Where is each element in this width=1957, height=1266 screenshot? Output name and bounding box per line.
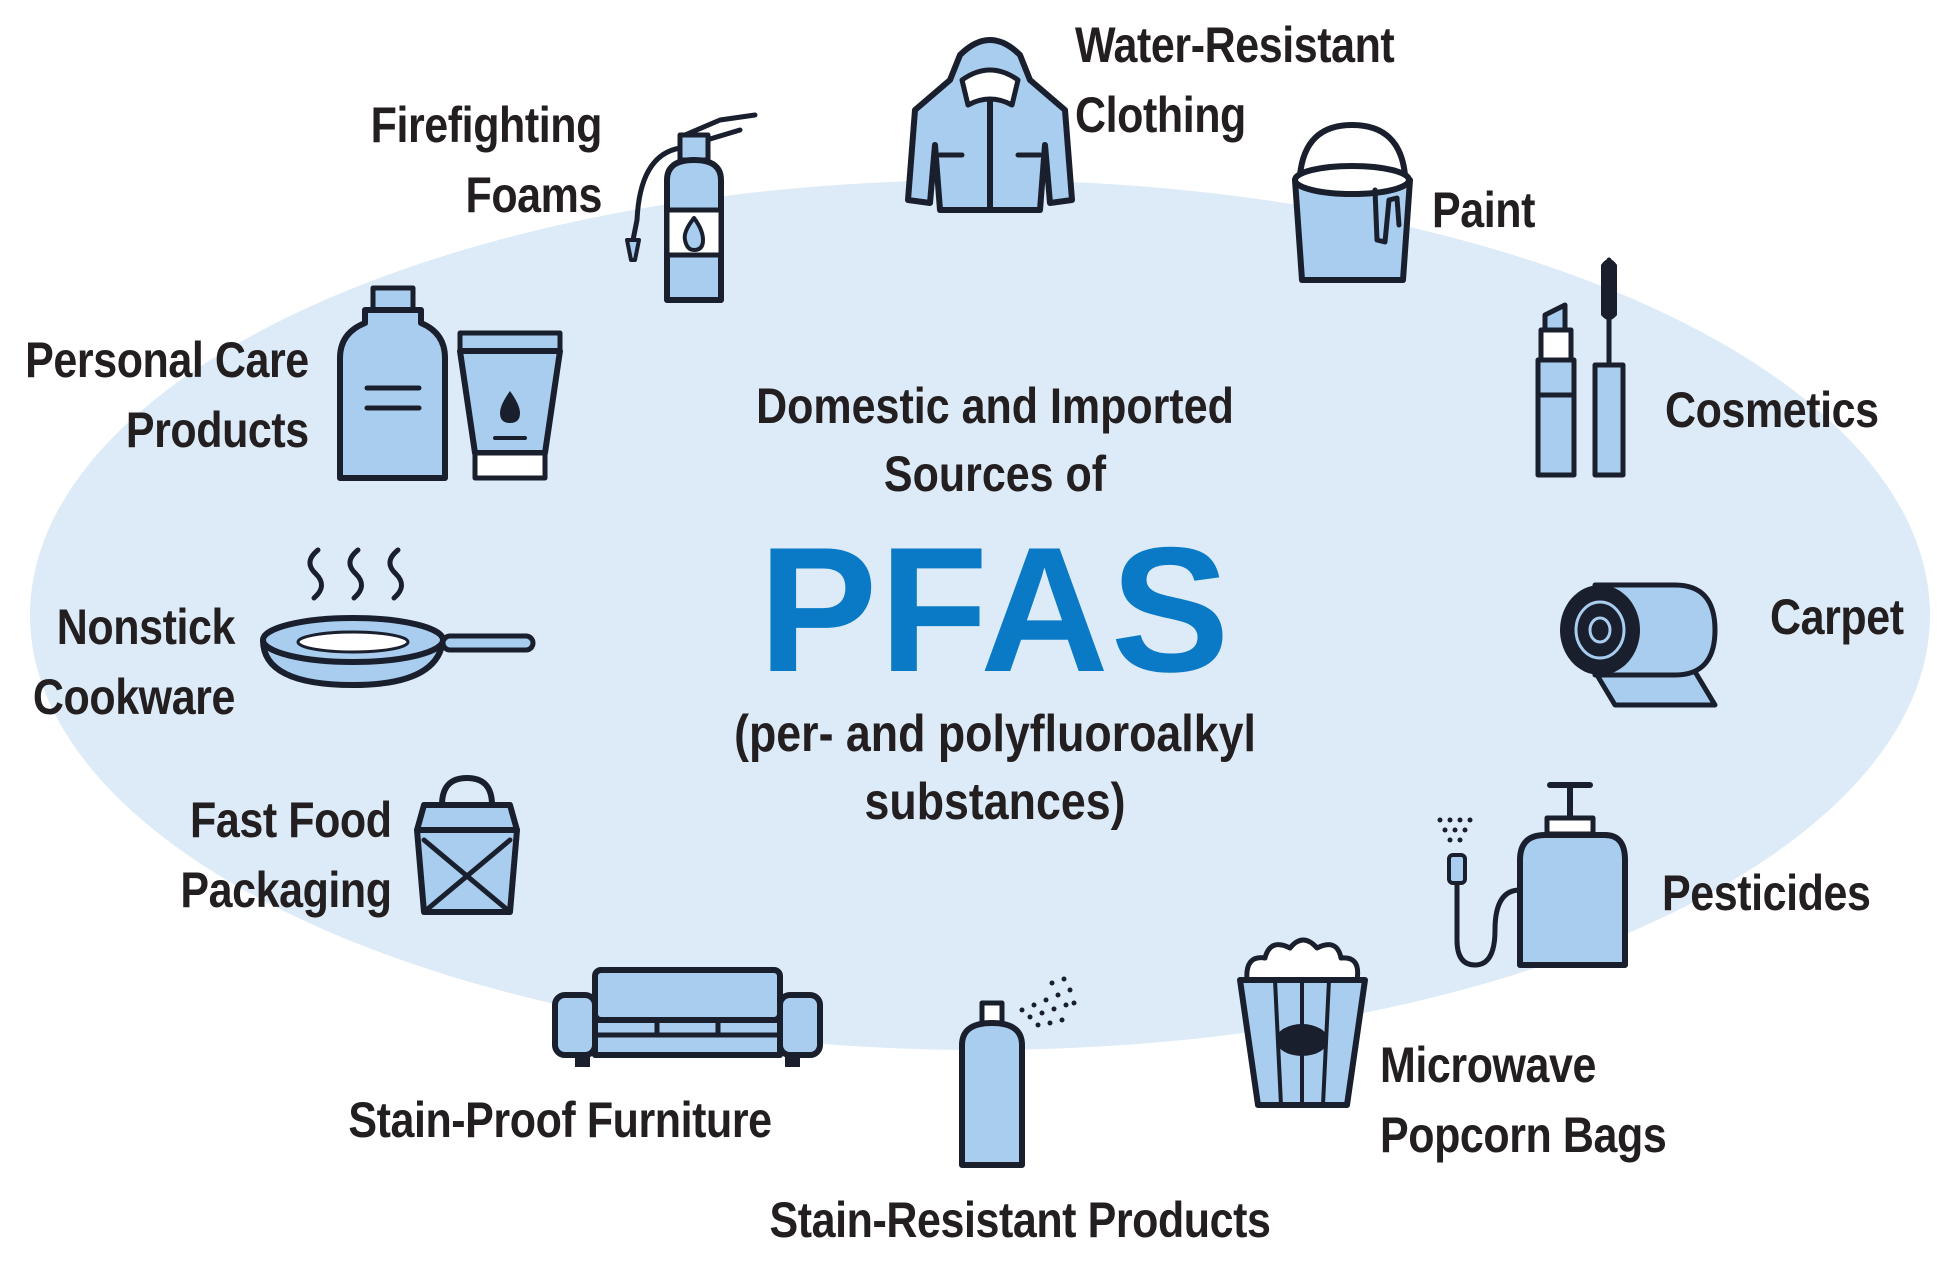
label-firefighting-foams: Firefighting Foams [370,97,603,223]
bottles-icon [335,283,565,483]
label-paint: Paint [1432,182,1535,238]
popcorn-icon [1235,930,1370,1110]
paint-can-icon [1285,120,1420,290]
subtitle-line-1: (per- and polyfluoroalkyl [734,705,1256,763]
sprayer-icon [1435,780,1635,975]
pfas-title: PFAS [758,510,1232,709]
label-carpet: Carpet [1770,589,1904,645]
carpet-roll-icon [1555,575,1720,710]
intro-line-2: Sources of [883,446,1107,502]
label-cosmetics: Cosmetics [1665,382,1879,438]
label-fast-food-packaging: Fast Food Packaging [180,792,393,918]
label-microwave-popcorn-bags: Microwave Popcorn Bags [1380,1037,1667,1163]
subtitle-line-2: substances) [864,773,1126,831]
label-pesticides: Pesticides [1662,865,1871,921]
frying-pan-icon [258,540,538,690]
label-stain-proof-furniture: Stain-Proof Furniture [348,1092,772,1148]
lipstick-mascara-icon [1535,255,1635,480]
spray-can-icon [952,975,1082,1170]
label-personal-care-products: Personal Care Products [25,332,309,458]
label-nonstick-cookware: Nonstick Cookware [32,599,236,725]
sofa-icon [550,965,825,1070]
center-intro-text: Domestic and Imported Sources of [655,372,1334,508]
label-water-resistant-clothing: Water-Resistant Clothing [1075,17,1395,143]
takeout-box-icon [412,770,522,918]
center-subtitle: (per- and polyfluoroalkyl substances) [655,700,1334,836]
intro-line-1: Domestic and Imported [756,378,1234,434]
label-stain-resistant-products: Stain-Resistant Products [769,1192,1271,1248]
fire-extinguisher-icon [625,110,760,305]
jacket-icon [900,25,1080,215]
